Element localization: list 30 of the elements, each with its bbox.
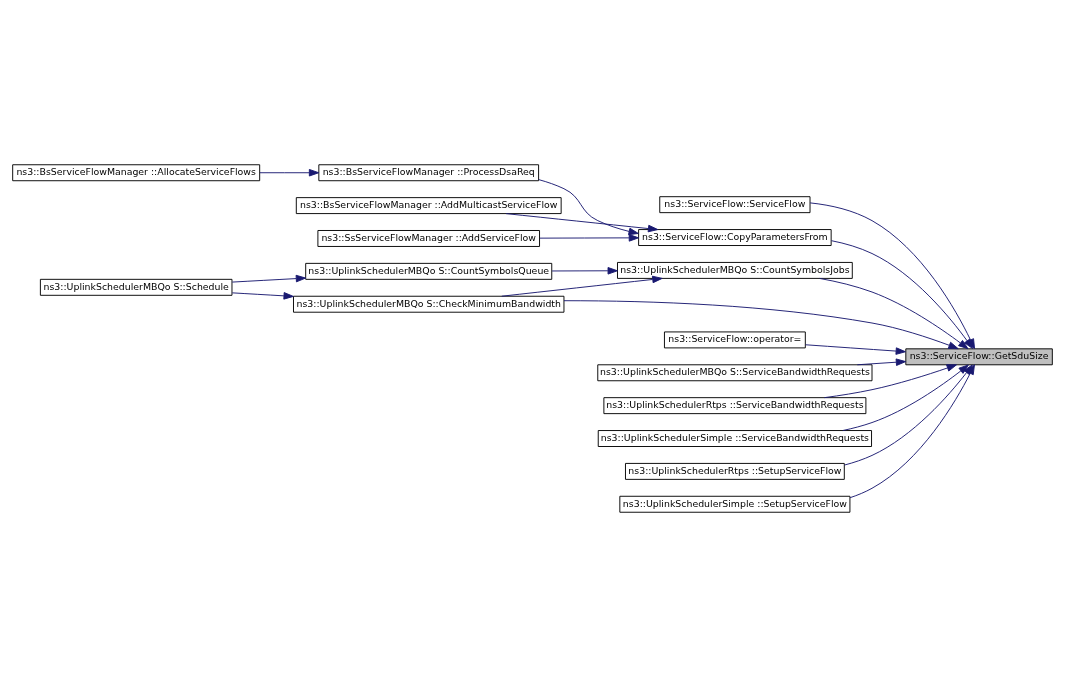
node-box: ns3::ServiceFlow::GetSduSize: [905, 348, 1053, 366]
node-box: ns3::UplinkSchedulerMBQo S::CountSymbolsJobs: [617, 261, 853, 279]
arrow: [824, 364, 957, 399]
node-box: ns3::UplinkSchedulerRtps ::SetupServiceFlow: [625, 462, 845, 480]
arrow: [231, 292, 294, 300]
node-box: ns3::UplinkSchedulerSimple ::ServiceBandwidthRequests: [597, 430, 872, 447]
arrow: [805, 344, 906, 355]
arrow: [539, 234, 640, 242]
node-box: ns3::UplinkSchedulerRtps ::ServiceBandwidthRequests: [603, 397, 867, 415]
node-box: ns3::UplinkSchedulerMBQo S::Schedule: [39, 278, 233, 296]
arrow: [231, 274, 307, 283]
node-box: ns3::BsServiceFlowManager ::AllocateServiceFlows: [12, 164, 261, 182]
node-box: ns3::BsServiceFlowManager ::AddMulticastServiceFlow: [295, 197, 562, 215]
arrow: [505, 213, 659, 233]
arrow: [856, 358, 907, 366]
node-box: ns3::UplinkSchedulerSimple ::SetupServiceFlow: [619, 495, 851, 513]
node-box: ns3::ServiceFlow::CopyParametersFrom: [638, 229, 832, 246]
arrow: [501, 275, 663, 297]
node-box: ns3::UplinkSchedulerMBQo S::ServiceBandwidthRequests: [597, 364, 873, 382]
arrow: [538, 179, 639, 236]
arrow: [819, 277, 969, 350]
node-box: ns3::ServiceFlow::ServiceFlow: [659, 196, 811, 214]
arrow: [551, 267, 618, 275]
node-box: ns3::ServiceFlow::operator=: [664, 331, 806, 349]
node-box: ns3::UplinkSchedulerMBQo S::CountSymbolsQueue: [305, 262, 553, 280]
arrow: [842, 364, 969, 431]
node-box: ns3::SsServiceFlowManager ::AddServiceFlow: [317, 230, 540, 247]
node-box: ns3::UplinkSchedulerMBQo S::CheckMinimumBandwidth: [293, 295, 565, 313]
arrow: [259, 169, 320, 177]
node-box: ns3::BsServiceFlowManager ::ProcessDsaReq: [318, 164, 540, 182]
